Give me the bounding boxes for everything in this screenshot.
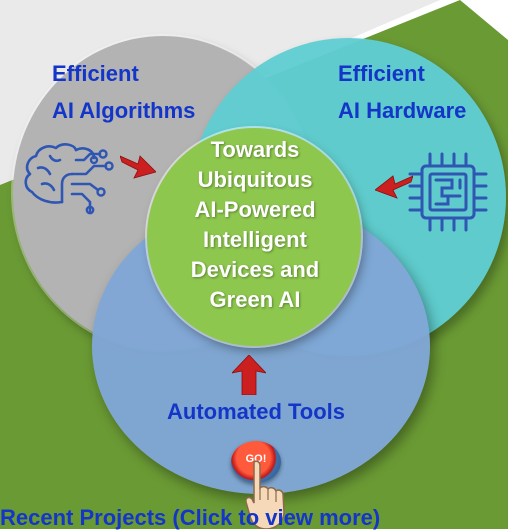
- recent-projects-link[interactable]: Recent Projects (Click to view more): [0, 505, 381, 530]
- brain-circuit-icon: [24, 143, 114, 215]
- arrow-right-icon: [375, 175, 413, 199]
- center-line: Green AI: [209, 287, 301, 312]
- algorithms-label-line1: Efficient: [52, 61, 139, 86]
- center-line: Intelligent: [203, 227, 307, 252]
- hardware-label-line1: Efficient: [338, 61, 425, 86]
- center-line: Towards: [210, 137, 300, 162]
- center-line: Ubiquitous: [197, 167, 313, 192]
- go-button-label: GO!: [245, 453, 267, 465]
- tools-label: Automated Tools: [167, 399, 346, 424]
- hand-pointer-icon: [246, 460, 285, 529]
- center-circle[interactable]: [147, 128, 361, 346]
- center-line: Devices and: [190, 257, 320, 282]
- center-title: Towards Ubiquitous AI-Powered Intelligen…: [150, 135, 360, 315]
- hardware-label-line2: AI Hardware: [338, 98, 467, 123]
- arrow-left-icon: [120, 155, 156, 179]
- algorithms-label-line2: AI Algorithms: [52, 98, 196, 123]
- center-line: AI-Powered: [194, 197, 316, 222]
- arrow-up-icon: [232, 355, 266, 395]
- chip-icon: [408, 152, 488, 232]
